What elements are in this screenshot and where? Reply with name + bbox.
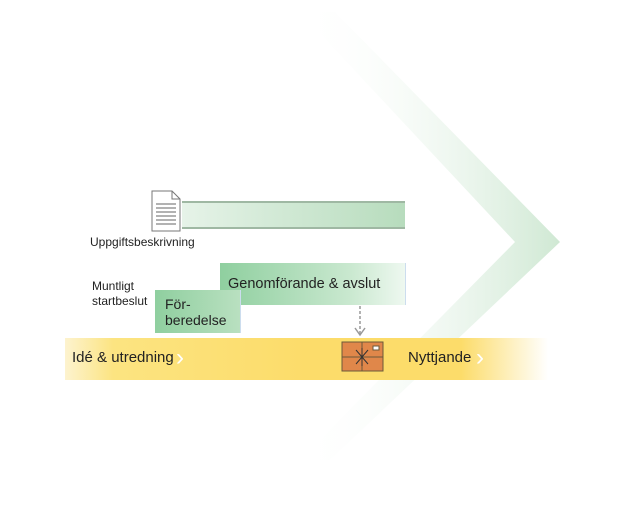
band-label-nyttjande: Nyttjande — [408, 349, 472, 366]
decision-label-line2: startbeslut — [92, 294, 148, 308]
document-icon — [151, 190, 181, 232]
phase-genomforande: Genomförande & avslut — [220, 263, 406, 305]
phase-genomforande-label: Genomförande & avslut — [228, 276, 381, 292]
phase-forberedelse-line2: beredelse — [165, 312, 227, 328]
document-bar — [182, 201, 405, 229]
document-label: Uppgiftsbeskrivning — [90, 235, 195, 249]
dashed-arrow — [354, 306, 366, 337]
decision-label-line1: Muntligt — [92, 279, 135, 293]
package-icon — [341, 341, 384, 372]
chevron-right-icon: › — [476, 344, 484, 371]
timeline-band — [65, 338, 548, 380]
chevron-right-icon: › — [176, 344, 184, 371]
phase-forberedelse: För-beredelse — [155, 290, 241, 333]
phase-forberedelse-line1: För- — [165, 296, 191, 312]
band-label-ide-utredning: Idé & utredning — [72, 349, 174, 366]
